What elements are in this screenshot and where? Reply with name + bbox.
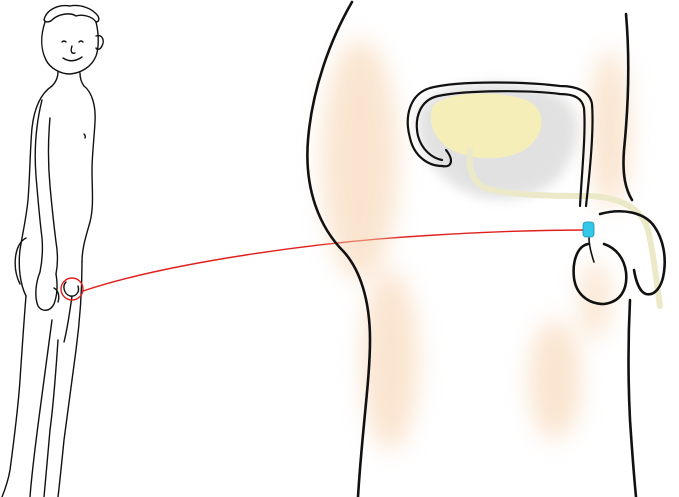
highlight-marker bbox=[583, 222, 594, 237]
ear-outline bbox=[96, 36, 103, 50]
pelvic-cross-section bbox=[307, 2, 664, 497]
head-outline bbox=[42, 22, 99, 74]
neck-back bbox=[52, 72, 58, 86]
back-outline bbox=[19, 86, 52, 296]
standing-person-figure bbox=[2, 5, 103, 497]
thigh-outline bbox=[629, 300, 637, 497]
groin-outline bbox=[64, 282, 79, 296]
chest-outline bbox=[82, 86, 95, 262]
catheter-lower bbox=[589, 238, 594, 262]
tube-small bbox=[64, 296, 72, 342]
hand-outline bbox=[36, 272, 57, 310]
leg-inner-line-1 bbox=[30, 320, 52, 497]
neck-front bbox=[80, 73, 84, 86]
leg-back-outline bbox=[2, 296, 26, 497]
eye-right bbox=[79, 41, 83, 42]
hair-outline bbox=[44, 5, 99, 22]
arm-outline-inner bbox=[49, 118, 58, 274]
nipple bbox=[84, 134, 85, 138]
nose bbox=[71, 46, 75, 53]
eye-left bbox=[62, 41, 66, 42]
mouth bbox=[63, 57, 82, 61]
arm-outline-outer bbox=[35, 100, 42, 272]
